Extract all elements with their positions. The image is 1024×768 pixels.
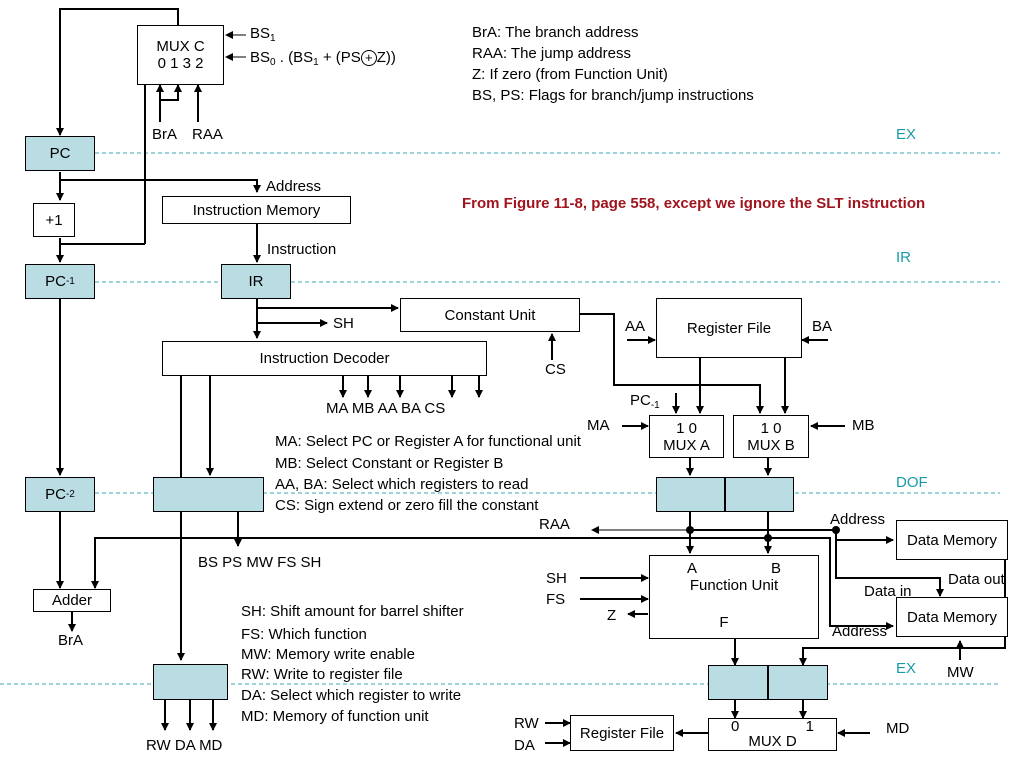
legend-mid-line-3: AA, BA: Select which registers to read (275, 476, 529, 493)
stage-label-dof: DOF (896, 474, 928, 491)
dof-control-register (153, 477, 264, 512)
figure-title: From Figure 11-8, page 558, except we ig… (462, 195, 926, 212)
raa-signal: RAA (539, 516, 570, 533)
pc-minus-2-register: PC-2 (25, 477, 95, 512)
legend-bottom-line-3: MW: Memory write enable (241, 646, 415, 663)
legend-mid-line-1: MA: Select PC or Register A for function… (275, 433, 581, 450)
cs-signal: CS (545, 361, 566, 378)
raa-label: RAA (192, 126, 223, 143)
sh-fu-signal: SH (546, 570, 567, 587)
register-file: Register File (656, 298, 802, 358)
instruction-decoder: Instruction Decoder (162, 341, 487, 376)
bra-label: BrA (152, 126, 178, 143)
dof-register-a (656, 477, 725, 512)
decoder-outputs: MA MB AA BA CS (326, 400, 446, 417)
instruction-label: Instruction (267, 241, 337, 258)
address-2-label: Address (832, 623, 888, 640)
ex-register-data (768, 665, 828, 700)
address-label: Address (266, 178, 322, 195)
stage-dividers (0, 152, 1000, 685)
legend-bottom-line-4: RW: Write to register file (241, 666, 403, 683)
z-signal: Z (607, 607, 617, 624)
ex-control-register (153, 664, 228, 700)
mux-c-title: MUX C (156, 38, 205, 55)
fu-output-f: F (719, 614, 729, 631)
legend-mid-line-2: MB: Select Constant or Register B (275, 455, 504, 472)
mb-signal: MB (852, 417, 875, 434)
adder: Adder (33, 589, 111, 612)
bs0-signal: BS0 . (BS1 + (PS+Z)) (250, 49, 396, 68)
pc-minus-1-register: PC-1 (25, 264, 95, 299)
constant-unit: Constant Unit (400, 298, 580, 332)
bra-output-label: BrA (58, 632, 84, 649)
mux-c: MUX C 0 1 3 2 (137, 25, 224, 85)
ba-signal: BA (812, 318, 833, 335)
legend-bottom-line-2: FS: Which function (241, 626, 367, 643)
mw-signal: MW (947, 664, 974, 681)
increment-unit: +1 (33, 203, 75, 237)
mux-c-inputs: 0 1 3 2 (157, 55, 204, 72)
data-memory-2: Data Memory (896, 597, 1008, 637)
dof-register-b (725, 477, 794, 512)
data-memory-1: Data Memory (896, 520, 1008, 560)
stage-label-ex-top: EX (896, 126, 917, 143)
data-out-label: Data out (948, 571, 1005, 588)
instruction-memory: Instruction Memory (162, 196, 351, 224)
legend-bottom-line-6: MD: Memory of function unit (241, 708, 429, 725)
stage-label-ex-bottom: EX (896, 660, 917, 677)
legend-top-line-4: BS, PS: Flags for branch/jump instructio… (472, 87, 754, 104)
rw-signal: RW (514, 715, 539, 732)
legend-top-line-1: BrA: The branch address (472, 24, 639, 41)
bs1-signal: BS1 (250, 25, 276, 44)
da-signal: DA (514, 737, 535, 754)
legend-bottom-line-5: DA: Select which register to write (241, 687, 462, 704)
fu-title: Function Unit (689, 577, 779, 594)
pc-register: PC (25, 136, 95, 171)
address-1-label: Address (830, 511, 886, 528)
ma-signal: MA (587, 417, 610, 434)
ir-register: IR (221, 264, 291, 299)
fs-fu-signal: FS (546, 591, 566, 608)
fu-input-b: B (770, 560, 781, 577)
legend-bottom-line-1: SH: Shift amount for barrel shifter (241, 603, 464, 620)
stage-label-ir: IR (896, 249, 911, 266)
pc-minus-1-input: PC-1 (630, 392, 660, 411)
dof-outputs: BS PS MW FS SH (198, 554, 322, 571)
data-in-label: Data in (864, 583, 912, 600)
sh-signal: SH (333, 315, 354, 332)
xor-icon: + (360, 50, 377, 66)
ex-register-f (708, 665, 768, 700)
register-file-writeback: Register File (570, 715, 674, 751)
legend-top-line-3: Z: If zero (from Function Unit) (472, 66, 668, 83)
legend-top-line-2: RAA: The jump address (472, 45, 631, 62)
md-signal: MD (886, 720, 910, 737)
wb-outputs: RW DA MD (146, 737, 223, 754)
fu-input-a: A (686, 560, 697, 577)
legend-mid-line-4: CS: Sign extend or zero fill the constan… (275, 497, 539, 514)
aa-signal: AA (625, 318, 646, 335)
